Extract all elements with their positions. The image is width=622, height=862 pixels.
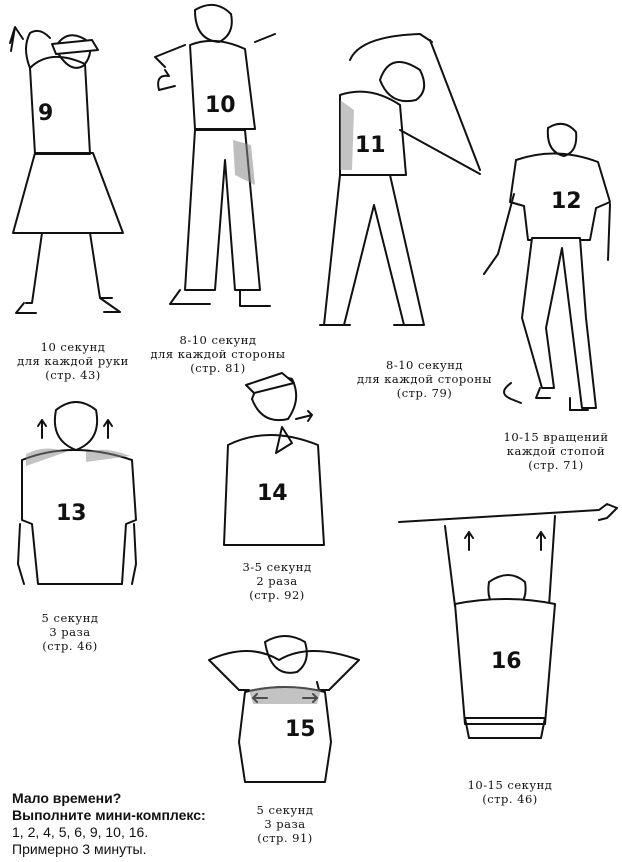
exercise-number-10: 10 [205, 93, 236, 118]
exercise-number-13: 13 [56, 501, 87, 526]
mini-complex-note: Мало времени? Выполните мини-комплекс: 1… [12, 790, 262, 858]
exercise-caption-11: 8-10 секунд для каждой стороны (стр. 79) [356, 358, 493, 400]
mini-complex-heading: Выполните мини-комплекс: [12, 807, 206, 823]
exercise-number-11: 11 [355, 133, 386, 158]
exercise-caption-12: 10-15 вращений каждой стопой (стр. 71) [503, 430, 609, 472]
exercise-caption-16: 10-15 секунд (стр. 46) [467, 778, 553, 806]
exercise-figure-13: 13 [6, 390, 146, 600]
mini-complex-list: 1, 2, 4, 5, 6, 9, 10, 16. [12, 824, 149, 840]
exercise-figure-9: 9 [0, 8, 140, 318]
exercise-caption-15: 5 секунд 3 раза (стр. 91) [256, 803, 314, 845]
exercise-figure-16: 16 [395, 492, 620, 772]
exercise-figure-14: 14 [212, 365, 342, 555]
exercise-figure-15: 15 [205, 632, 365, 792]
exercise-number-14: 14 [257, 481, 288, 506]
exercise-caption-9: 10 секунд для каждой руки (стр. 43) [17, 340, 129, 382]
exercise-number-15: 15 [285, 717, 316, 742]
exercise-number-9: 9 [38, 101, 53, 126]
mini-complex-duration: Примерно 3 минуты. [12, 841, 147, 857]
exercise-caption-10: 8-10 секунд для каждой стороны (стр. 81) [150, 333, 286, 375]
mini-complex-question: Мало времени? [12, 790, 122, 806]
exercise-caption-13: 5 секунд 3 раза (стр. 46) [41, 611, 99, 653]
exercise-figure-10: 10 [145, 0, 280, 330]
exercise-figure-11: 11 [310, 20, 500, 350]
exercise-figure-12: 12 [476, 108, 622, 418]
exercise-number-12: 12 [551, 189, 582, 214]
exercise-number-16: 16 [491, 649, 522, 674]
exercise-caption-14: 3-5 секунд 2 раза (стр. 92) [242, 560, 312, 602]
